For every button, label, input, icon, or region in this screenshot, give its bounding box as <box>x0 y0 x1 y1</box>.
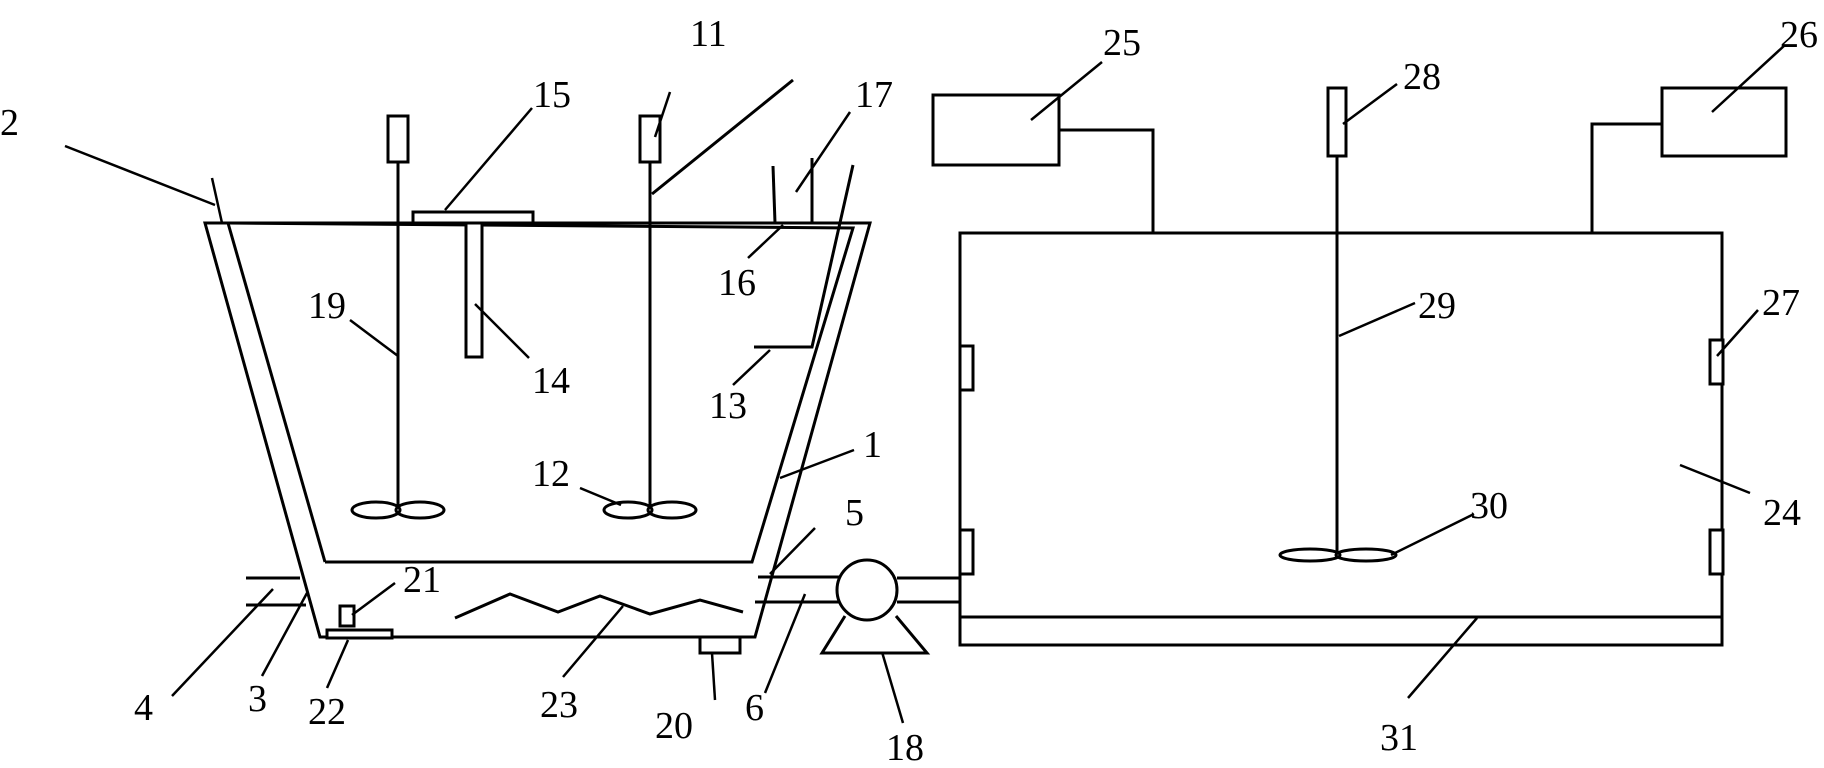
internal-pipe-13 <box>754 164 855 349</box>
label-6: 6 <box>745 687 764 729</box>
label-28: 28 <box>1403 56 1441 98</box>
leader-2 <box>64 144 216 207</box>
label-1: 1 <box>863 424 882 466</box>
leader-20 <box>710 652 717 701</box>
right-fitting-27-upper <box>1708 338 1725 386</box>
label-30: 30 <box>1470 485 1508 527</box>
leader-26 <box>1711 44 1786 113</box>
reaction-vessel <box>203 221 872 639</box>
leader-17 <box>794 111 852 193</box>
storage-tank-24 <box>958 231 1724 647</box>
leader-28 <box>1342 82 1398 126</box>
label-31: 31 <box>1380 717 1418 759</box>
leader-6 <box>763 593 807 694</box>
impeller-30-a <box>1278 547 1342 563</box>
middle-agitator <box>602 114 698 520</box>
left-fitting-upper <box>958 344 975 392</box>
leader-16 <box>747 224 784 259</box>
label-29: 29 <box>1418 285 1456 327</box>
label-14: 14 <box>532 360 570 402</box>
leader-21 <box>351 581 396 617</box>
control-box-26 <box>1660 86 1788 158</box>
agitator-motor-28 <box>1326 86 1348 158</box>
leader-23 <box>562 605 624 678</box>
label-4: 4 <box>134 687 153 729</box>
leader-11 <box>653 91 672 138</box>
leader-3 <box>260 592 309 677</box>
label-13: 13 <box>709 385 747 427</box>
drain-valve-20 <box>698 635 742 655</box>
label-19: 19 <box>308 285 346 327</box>
leader-4 <box>171 588 274 697</box>
heating-coil-23 <box>454 592 744 620</box>
leader-29 <box>1338 301 1416 338</box>
leader-1 <box>779 448 855 480</box>
leader-5 <box>769 527 816 575</box>
label-24: 24 <box>1763 492 1801 534</box>
control-box-25 <box>931 93 1061 167</box>
impeller-12-a <box>602 500 654 520</box>
sensor-21 <box>338 604 356 628</box>
tank-agitator <box>1278 86 1398 563</box>
pump-base <box>819 615 931 655</box>
vessel-outer-wall <box>203 221 872 639</box>
vessel-inner-wall <box>227 221 856 564</box>
leader-22 <box>325 639 350 689</box>
label-2: 2 <box>0 102 19 144</box>
label-18: 18 <box>886 727 924 768</box>
leader-18 <box>880 651 905 724</box>
leader-lines <box>64 44 1786 724</box>
pump-18 <box>819 558 931 655</box>
leader-12 <box>579 486 622 507</box>
lid-plate-15 <box>411 210 535 225</box>
agitator-motor-11 <box>638 114 662 164</box>
label-16: 16 <box>718 262 756 304</box>
label-20: 20 <box>655 705 693 747</box>
impeller-blade-left-b <box>394 500 446 520</box>
label-11: 11 <box>690 13 727 55</box>
label-15: 15 <box>533 74 571 116</box>
leader-31 <box>1407 617 1478 699</box>
impeller-30-b <box>1334 547 1398 563</box>
left-agitator <box>350 114 446 520</box>
leader-19 <box>349 319 399 357</box>
pump-body <box>835 558 899 622</box>
vessel-inner-left-wall <box>226 222 327 563</box>
right-fitting-27-lower <box>1708 528 1725 576</box>
dip-tube-14 <box>464 221 484 359</box>
label-22: 22 <box>308 691 346 733</box>
impeller-12-b <box>646 500 698 520</box>
connector-25 <box>1059 128 1155 233</box>
leader-30 <box>1390 512 1475 557</box>
leader-24 <box>1679 463 1751 495</box>
leader-15 <box>444 107 533 211</box>
leader-27 <box>1716 309 1759 357</box>
label-25: 25 <box>1103 22 1141 64</box>
label-12: 12 <box>532 453 570 495</box>
label-3: 3 <box>248 678 267 720</box>
part-labels: 2 15 11 17 25 28 26 16 19 14 13 29 27 1 … <box>0 13 1818 768</box>
agitator-motor-left <box>386 114 410 164</box>
label-27: 27 <box>1762 282 1800 324</box>
label-26: 26 <box>1780 14 1818 56</box>
label-17: 17 <box>855 74 893 116</box>
connector-26 <box>1590 122 1662 233</box>
leader-2b <box>210 177 224 224</box>
label-5: 5 <box>845 492 864 534</box>
feed-line <box>651 78 794 196</box>
label-21: 21 <box>403 559 441 601</box>
leader-14 <box>474 303 530 359</box>
impeller-blade-left-a <box>350 500 402 520</box>
vent-pipe-16-a <box>771 165 777 224</box>
leader-13 <box>732 349 771 386</box>
plate-22 <box>325 628 394 640</box>
leader-25 <box>1030 61 1103 121</box>
label-23: 23 <box>540 684 578 726</box>
left-fitting-lower <box>958 528 975 576</box>
